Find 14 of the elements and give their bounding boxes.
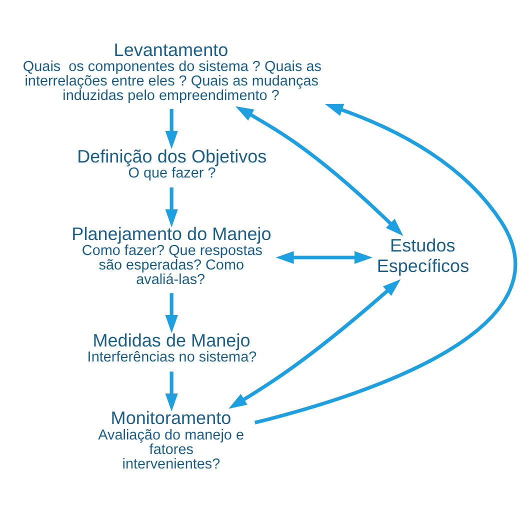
arrow — [254, 104, 517, 424]
node-text: Levantamento Quais os componentes do sistema ? Quais as interrelações entre eles ? Quais as mudanças induzidas pelo empreendimento ? — [22, 40, 322, 104]
arrow — [235, 106, 404, 236]
arrow — [165, 293, 178, 334]
arrow — [228, 279, 401, 409]
arrow — [165, 372, 178, 412]
node-text: Monitoramento Avaliação do manejo e fatores intervenientes? — [98, 408, 244, 472]
arrow — [165, 108, 178, 149]
node-text: Planejamento do Manejo Como fazer? Que respostas são esperadas? Como avaliá-las? — [72, 224, 272, 288]
arrow — [165, 187, 178, 228]
node-text: Estudos Específicos — [376, 235, 470, 276]
node-text: Definição dos Objetivos O que fazer ? — [77, 146, 267, 182]
node-text: Medidas de Manejo Interferências no sistema? — [87, 330, 257, 366]
arrow — [276, 251, 373, 264]
